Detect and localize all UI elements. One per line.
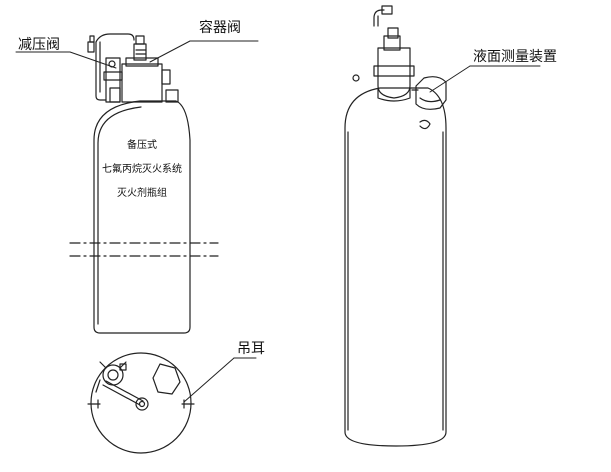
pressure-reducing-valve <box>87 33 135 103</box>
cylinder-text-line2: 七氟丙烷灭火系统 <box>102 164 182 175</box>
top-view <box>87 352 195 454</box>
leader-lines <box>15 40 541 403</box>
container-valve <box>121 35 179 103</box>
pressure-reducing-valve-label: 减压阀 <box>18 37 60 53</box>
liquid-level-device-label: 液面测量装置 <box>473 49 557 65</box>
lifting-lug-label: 吊耳 <box>237 341 265 357</box>
break-lines <box>69 242 219 257</box>
right-valve-head <box>373 5 415 102</box>
left-cylinder-body <box>93 100 191 334</box>
cylinder-text-line1: 备压式 <box>127 140 157 151</box>
container-valve-label: 容器阀 <box>199 20 241 36</box>
liquid-level-device <box>411 76 447 110</box>
right-cylinder-body <box>344 74 447 447</box>
cylinder-text-line3: 灭火剂瓶组 <box>117 188 167 199</box>
